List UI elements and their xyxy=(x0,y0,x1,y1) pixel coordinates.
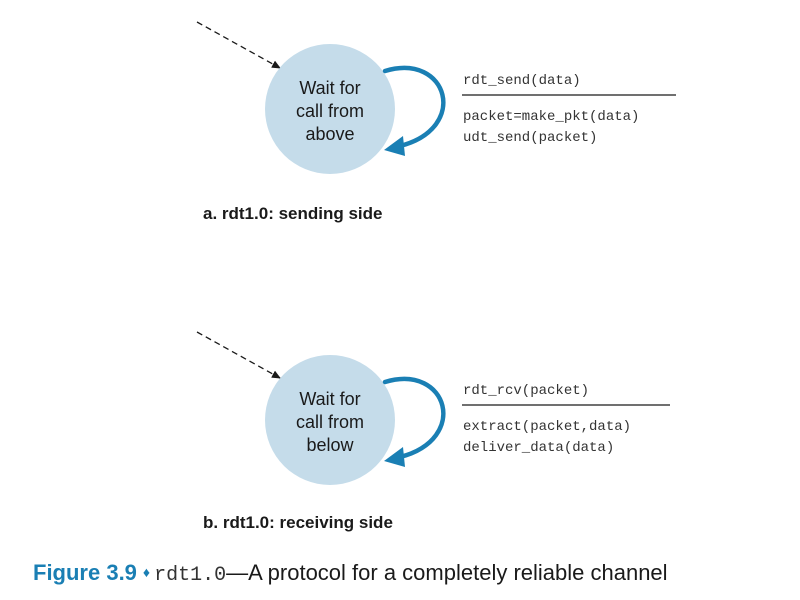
figure-caption: Figure 3.9 ♦rdt1.0—A protocol for a compl… xyxy=(33,560,668,587)
transition-event: rdt_rcv(packet) xyxy=(463,383,589,399)
fsm-sending-side: Wait for call from above rdt_send(data) … xyxy=(0,0,800,270)
panel-caption: b. rdt1.0: receiving side xyxy=(203,513,393,532)
transition-action: deliver_data(data) xyxy=(463,440,614,456)
diamond-separator-icon: ♦ xyxy=(142,564,151,580)
transition-action: packet=make_pkt(data) xyxy=(463,109,639,125)
state-label-line-3: below xyxy=(306,435,354,455)
initial-state-arrow xyxy=(196,331,281,379)
state-label-line-1: Wait for xyxy=(299,78,360,98)
state-label-line-3: above xyxy=(305,124,354,144)
transition-event: rdt_send(data) xyxy=(463,73,581,89)
self-loop-arrowhead xyxy=(384,136,405,156)
self-loop-arrow xyxy=(382,65,446,149)
self-loop-arrowhead xyxy=(384,447,405,467)
figure-description: —A protocol for a completely reliable ch… xyxy=(226,560,668,585)
state-circle xyxy=(265,355,395,485)
self-loop-arrow xyxy=(382,376,446,460)
state-circle xyxy=(265,44,395,174)
transition-action: extract(packet,data) xyxy=(463,419,631,435)
state-label-line-2: call from xyxy=(296,101,364,121)
fsm-receiving-side: Wait for call from below rdt_rcv(packet)… xyxy=(0,310,800,540)
fsm-receiving-diagram: Wait for call from below rdt_rcv(packet)… xyxy=(196,331,670,485)
initial-state-arrow xyxy=(196,21,281,69)
figure-protocol-code: rdt1.0 xyxy=(154,564,227,587)
transition-action: udt_send(packet) xyxy=(463,130,597,146)
panel-caption: a. rdt1.0: sending side xyxy=(203,204,383,223)
state-label-line-2: call from xyxy=(296,412,364,432)
fsm-sending-diagram: Wait for call from above rdt_send(data) … xyxy=(196,21,676,174)
figure-number: Figure 3.9 xyxy=(33,560,137,585)
state-label-line-1: Wait for xyxy=(299,389,360,409)
